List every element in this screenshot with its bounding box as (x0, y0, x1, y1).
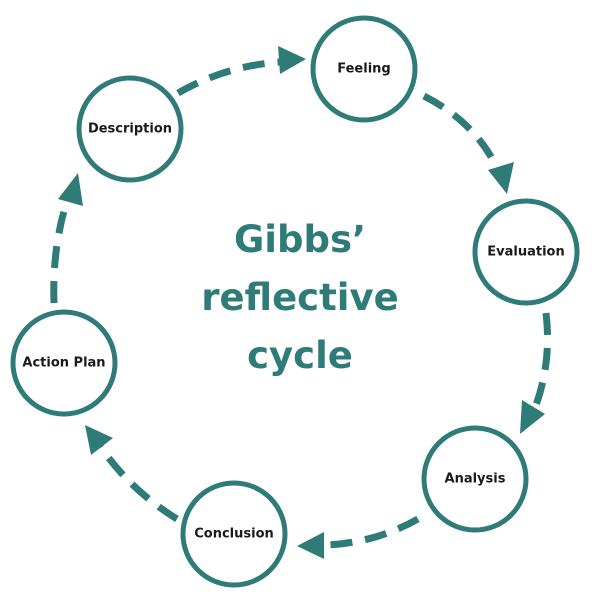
stage-circle (472, 198, 580, 306)
diagram-title: Gibbs’ reflective cycle (201, 218, 398, 377)
stage-node-evaluation: Evaluation (472, 198, 580, 306)
arrowhead-conclusion (297, 532, 324, 559)
arrowhead-evaluation (488, 162, 514, 194)
stage-node-analysis: Analysis (421, 425, 529, 533)
arrow-evaluation-to-analysis (531, 312, 552, 410)
stage-circle (76, 75, 184, 183)
stage-circle (421, 425, 529, 533)
stage-node-conclusion: Conclusion (180, 480, 288, 588)
stage-label: Description (88, 122, 172, 137)
arrowhead-analysis (520, 400, 545, 434)
arrow-feeling-to-evaluation (422, 92, 501, 170)
arrow-analysis-to-conclusion (325, 515, 420, 549)
arrow-description-to-feeling (176, 58, 281, 97)
cycle-arrows (50, 46, 552, 559)
stage-circle (10, 309, 118, 417)
stage-node-description: Description (76, 75, 184, 183)
stage-label: Evaluation (487, 245, 564, 260)
arrowhead-action-plan (85, 425, 113, 455)
stage-node-action-plan: Action Plan (10, 309, 118, 417)
title-line-2: reflective (201, 276, 398, 319)
stage-label: Conclusion (194, 527, 274, 542)
stage-circle (310, 15, 418, 123)
stage-label: Action Plan (22, 356, 105, 371)
stage-label: Analysis (445, 472, 506, 487)
arrowhead-feeling (278, 46, 306, 74)
stage-circle (180, 480, 288, 588)
stage-node-feeling: Feeling (310, 15, 418, 123)
arrow-action-plan-to-description (50, 196, 72, 304)
arrow-conclusion-to-action-plan (97, 444, 179, 522)
arrowhead-description (58, 173, 83, 206)
title-line-3: cycle (247, 334, 353, 377)
stage-label: Feeling (337, 62, 390, 77)
title-line-1: Gibbs’ (234, 218, 366, 261)
